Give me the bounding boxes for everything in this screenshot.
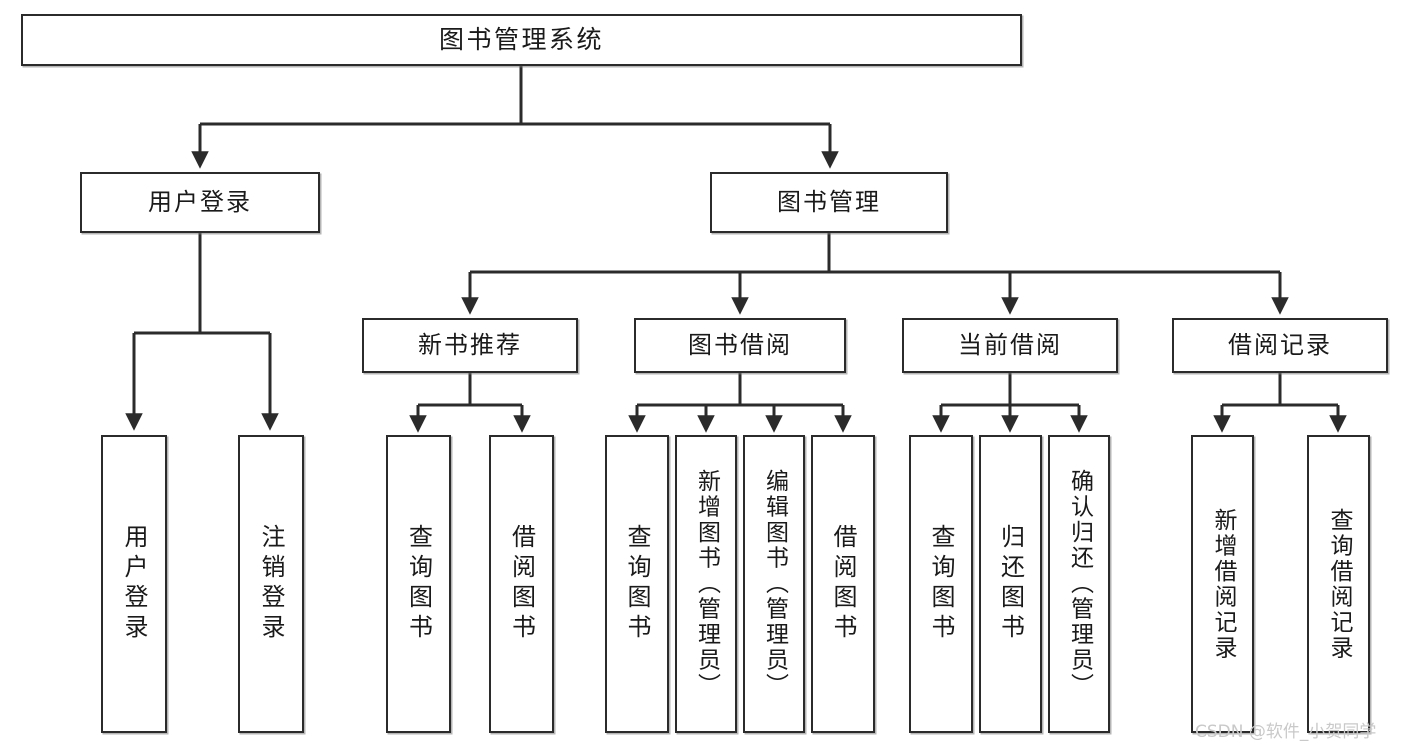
node-leaf-borrow-book-1[interactable]: 借阅图书 [489, 435, 554, 733]
csdn-watermark: CSDN @软件_小贺同学 [1195, 722, 1377, 742]
node-leaf-query-record[interactable]: 查询借阅记录 [1307, 435, 1370, 733]
node-leaf-query-book-1[interactable]: 查询图书 [386, 435, 451, 733]
node-book-manage-label: 图书管理 [777, 187, 881, 216]
node-leaf-query-book-1-label: 查询图书 [404, 524, 433, 644]
node-current-borrow[interactable]: 当前借阅 [902, 318, 1118, 373]
node-leaf-add-book[interactable]: 新增图书（管理员） [675, 435, 737, 733]
node-root[interactable]: 图书管理系统 [21, 14, 1022, 66]
node-leaf-add-record-label: 新增借阅记录 [1210, 507, 1236, 661]
node-leaf-query-book-3[interactable]: 查询图书 [909, 435, 973, 733]
node-leaf-edit-book-label: 编辑图书（管理员） [761, 469, 788, 699]
node-leaf-user-logout-label: 注销登录 [257, 524, 285, 644]
node-borrow-record-label: 借阅记录 [1228, 330, 1332, 359]
node-leaf-edit-book[interactable]: 编辑图书（管理员） [743, 435, 805, 733]
node-book-borrow-label: 图书借阅 [688, 330, 792, 359]
node-book-manage[interactable]: 图书管理 [710, 172, 948, 233]
node-leaf-query-book-2[interactable]: 查询图书 [605, 435, 669, 733]
node-leaf-add-book-label: 新增图书（管理员） [693, 469, 720, 699]
node-leaf-query-book-3-label: 查询图书 [927, 524, 955, 644]
node-leaf-user-login-label: 用户登录 [120, 524, 148, 644]
node-new-book-rec[interactable]: 新书推荐 [362, 318, 578, 373]
node-leaf-return-book-label: 归还图书 [996, 524, 1025, 644]
node-leaf-confirm-return-label: 确认归还（管理员） [1066, 469, 1093, 699]
node-current-borrow-label: 当前借阅 [958, 330, 1062, 359]
node-leaf-query-book-2-label: 查询图书 [623, 524, 651, 644]
node-leaf-borrow-book-2-label: 借阅图书 [829, 524, 857, 644]
node-borrow-record[interactable]: 借阅记录 [1172, 318, 1388, 373]
node-leaf-return-book[interactable]: 归还图书 [979, 435, 1042, 733]
node-leaf-query-record-label: 查询借阅记录 [1326, 507, 1352, 661]
node-root-label: 图书管理系统 [438, 24, 604, 54]
node-new-book-rec-label: 新书推荐 [418, 330, 522, 359]
node-leaf-borrow-book-1-label: 借阅图书 [507, 524, 536, 644]
node-leaf-add-record[interactable]: 新增借阅记录 [1191, 435, 1254, 733]
node-user-login[interactable]: 用户登录 [80, 172, 320, 233]
node-book-borrow[interactable]: 图书借阅 [634, 318, 846, 373]
node-leaf-borrow-book-2[interactable]: 借阅图书 [811, 435, 875, 733]
node-leaf-user-login[interactable]: 用户登录 [101, 435, 167, 733]
node-leaf-confirm-return[interactable]: 确认归还（管理员） [1048, 435, 1110, 733]
node-user-login-label: 用户登录 [148, 187, 252, 216]
node-leaf-user-logout[interactable]: 注销登录 [238, 435, 304, 733]
